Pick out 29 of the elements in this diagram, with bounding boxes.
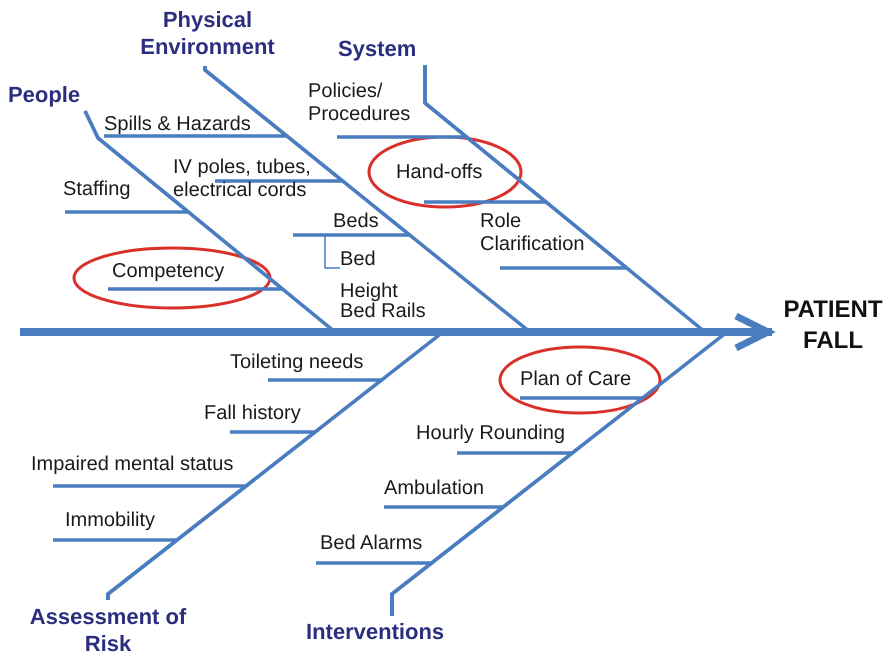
cause-label: Immobility xyxy=(53,509,165,540)
cause-label: Impaired mental status xyxy=(31,453,255,486)
category-label: Assessment of Risk xyxy=(28,600,188,658)
cause-label: Ambulation xyxy=(384,477,498,507)
cause-label: Beds xyxy=(333,210,389,235)
category-label: Physical Environment xyxy=(120,6,295,66)
cause-line xyxy=(423,65,632,270)
category-label: People xyxy=(8,81,98,111)
cause-line xyxy=(53,538,182,600)
cause-label: Hand-offs xyxy=(396,161,496,202)
cause-line xyxy=(83,110,288,291)
cause-label: Role Clarification xyxy=(480,210,600,268)
cause-label: Bed Alarms xyxy=(316,532,432,563)
cause-label: Bed Height xyxy=(340,243,404,299)
cause-line xyxy=(203,66,415,237)
cause-label: Spills & Hazards xyxy=(104,113,268,136)
cause-label: Plan of Care xyxy=(520,368,644,398)
category-label: Interventions xyxy=(300,616,472,646)
cause-label: Policies/ Procedures xyxy=(308,80,422,137)
category-label: System xyxy=(338,35,428,65)
cause-label: Staffing xyxy=(63,178,143,212)
cause-label: Fall history xyxy=(204,402,314,432)
cause-label: Competency xyxy=(108,260,242,289)
cause-line xyxy=(316,561,437,616)
cause-label: IV poles, tubes, electrical cords xyxy=(173,156,333,206)
effect-label: PATIENT FALL xyxy=(772,294,894,360)
cause-label: Toileting needs xyxy=(230,351,380,380)
cause-label: Hourly Rounding xyxy=(416,422,582,453)
cause-line xyxy=(324,235,340,269)
